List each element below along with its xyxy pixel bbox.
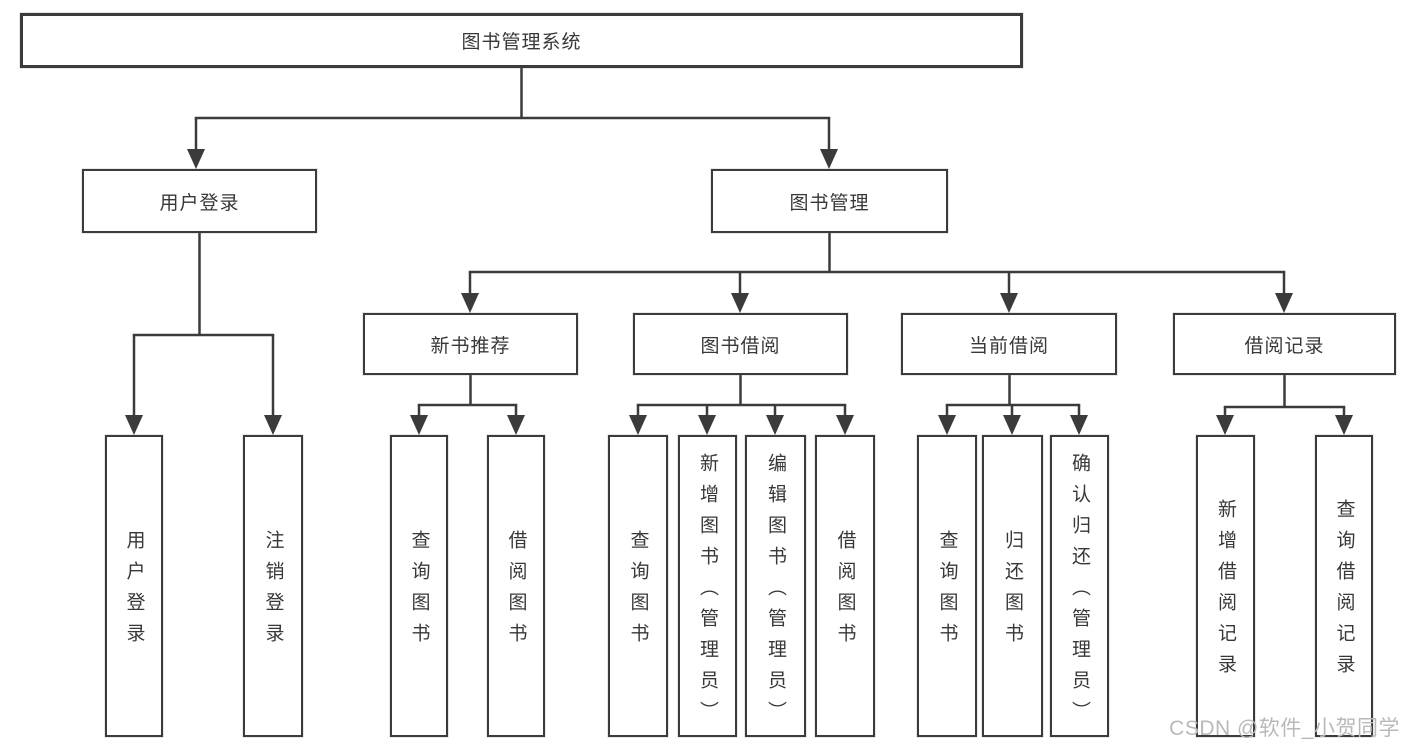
node-book-management: 图书管理 [711,169,948,233]
leaf-query-books-borrowing: 查询图书 [608,435,668,737]
csdn-watermark: CSDN @软件_小贺同学 [1169,717,1400,740]
leaf-logout: 注销登录 [243,435,303,737]
leaf-edit-books-admin: 编辑图书（管理员） [745,435,806,737]
leaf-borrow-books: 借阅图书 [815,435,875,737]
node-book-borrowing: 图书借阅 [633,313,848,375]
leaf-add-books-admin: 新增图书（管理员） [678,435,737,737]
leaf-borrow-books-recommend: 借阅图书 [487,435,545,737]
leaf-confirm-return-admin: 确认归还（管理员） [1050,435,1109,737]
node-library-management-system: 图书管理系统 [20,13,1023,68]
leaf-user-login: 用户登录 [105,435,163,737]
leaf-query-borrow-record: 查询借阅记录 [1315,435,1373,737]
node-user-login: 用户登录 [82,169,317,233]
leaf-return-books: 归还图书 [982,435,1043,737]
leaf-query-books-current: 查询图书 [917,435,977,737]
leaf-query-books-recommend: 查询图书 [390,435,448,737]
node-borrowing-records: 借阅记录 [1173,313,1396,375]
node-new-book-recommend: 新书推荐 [363,313,578,375]
node-current-borrowing: 当前借阅 [901,313,1117,375]
leaf-add-borrow-record: 新增借阅记录 [1196,435,1255,737]
